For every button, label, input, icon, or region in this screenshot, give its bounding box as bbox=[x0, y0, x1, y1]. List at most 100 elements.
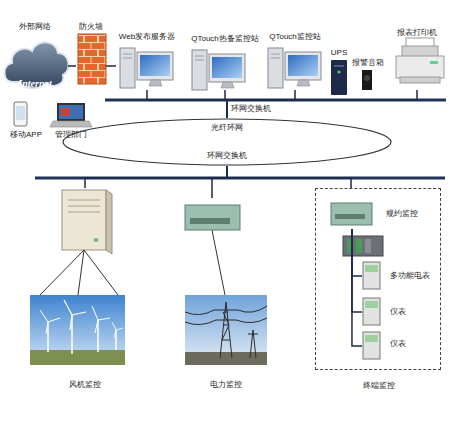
wind-farm-photo bbox=[40, 310, 60, 334]
workstation-icon bbox=[268, 48, 321, 88]
switch-device bbox=[185, 205, 240, 230]
plc-device bbox=[343, 236, 383, 256]
meter-icon bbox=[363, 298, 380, 325]
meter-icon bbox=[363, 332, 380, 359]
wiring bbox=[212, 230, 225, 295]
wind-farm-photo bbox=[30, 295, 125, 365]
power-line-photo bbox=[185, 302, 267, 358]
server-icon bbox=[68, 212, 100, 213]
node-label: 防火墙 bbox=[71, 22, 111, 32]
switch-label: 环网交换机 bbox=[231, 104, 281, 114]
meter-node: 仪表 bbox=[362, 331, 422, 361]
printer-node: 报表打印机 bbox=[388, 26, 446, 90]
meter-icon bbox=[365, 301, 378, 308]
firewall-node: 防火墙 bbox=[76, 22, 106, 86]
phone-icon bbox=[14, 102, 27, 126]
node-label: 规约监控 bbox=[386, 209, 436, 219]
phone-icon bbox=[16, 106, 25, 120]
wind-farm-photo bbox=[30, 295, 125, 365]
node-label: QTouch监控站 bbox=[260, 32, 330, 42]
power-line-photo bbox=[185, 295, 267, 365]
laptop-icon bbox=[59, 105, 83, 119]
protocol-device: 规约监控 bbox=[328, 201, 440, 229]
wind-farm-photo bbox=[97, 320, 99, 352]
wind-farm-photo bbox=[64, 300, 86, 330]
ring-outline bbox=[63, 119, 391, 165]
server-node: Web发布服务器 bbox=[116, 28, 178, 90]
power-line-photo bbox=[214, 310, 238, 320]
workstation-icon bbox=[120, 48, 173, 88]
node-label: 仪表 bbox=[390, 307, 420, 317]
mobile-node: 移动APP bbox=[4, 100, 48, 142]
network-link bbox=[227, 90, 295, 118]
node-label: 终端监控 bbox=[316, 381, 442, 391]
switch-device bbox=[335, 214, 365, 219]
switch-label: 环网交换机 bbox=[197, 151, 257, 161]
firewall-icon bbox=[78, 34, 106, 84]
meter-icon bbox=[363, 262, 380, 289]
server-icon bbox=[62, 190, 112, 254]
network-link bbox=[227, 166, 351, 188]
wiring bbox=[84, 250, 118, 295]
server-icon bbox=[68, 206, 100, 207]
ups-icon bbox=[338, 71, 341, 74]
node-label: 电力监控 bbox=[182, 380, 270, 390]
laptop-icon bbox=[61, 108, 70, 116]
workstation-node: QTouch监控站 bbox=[264, 28, 326, 90]
network-link bbox=[106, 65, 116, 67]
server-icon bbox=[94, 238, 98, 242]
wind-farm-photo bbox=[92, 306, 110, 333]
network-link bbox=[147, 90, 227, 118]
wind-farm-photo bbox=[40, 300, 123, 354]
firewall-icon bbox=[78, 34, 106, 84]
network-link bbox=[352, 229, 362, 312]
server-icon bbox=[106, 190, 112, 254]
power-line-photo bbox=[185, 295, 267, 365]
node-label: 外部网络 bbox=[0, 22, 72, 32]
ups-icon bbox=[331, 60, 347, 95]
power-monitor: 电力监控 bbox=[182, 198, 270, 392]
power-line-photo bbox=[185, 306, 267, 325]
switch-device bbox=[190, 218, 230, 224]
power-line-photo bbox=[248, 330, 258, 358]
plc-device bbox=[365, 239, 371, 253]
node-label: 移动APP bbox=[4, 130, 48, 140]
ups-icon bbox=[331, 60, 347, 95]
workstation-node: QTouch热备监控站 bbox=[186, 30, 264, 90]
server-icon bbox=[62, 190, 106, 250]
cloud-node: 外部网络Internet bbox=[2, 22, 68, 88]
wind-monitor: 风机监控 bbox=[37, 188, 133, 392]
speaker-node: 报警音箱 bbox=[350, 58, 386, 90]
ups-icon bbox=[334, 66, 344, 67]
meter-node: 仪表 bbox=[362, 297, 422, 327]
laptop-icon bbox=[50, 103, 92, 127]
wind-farm-photo bbox=[30, 350, 125, 365]
network-link bbox=[212, 166, 227, 198]
printer-icon bbox=[430, 61, 438, 64]
network-link bbox=[352, 229, 362, 346]
speaker-icon bbox=[362, 70, 372, 90]
plc-device bbox=[356, 239, 362, 253]
workstation-icon bbox=[192, 50, 245, 90]
meter-icon bbox=[365, 265, 378, 272]
power-line-photo bbox=[185, 352, 267, 365]
network-link bbox=[352, 229, 362, 276]
wiring bbox=[78, 250, 84, 295]
wiring bbox=[40, 250, 84, 295]
node-label: 报表打印机 bbox=[386, 28, 448, 38]
node-label: Web发布服务器 bbox=[112, 32, 182, 42]
meter-icon bbox=[365, 335, 378, 342]
node-label: UPS bbox=[324, 48, 354, 58]
meter-node: 多功能电表 bbox=[362, 261, 440, 291]
ups-node: UPS bbox=[328, 48, 350, 95]
office-node: 管理部门 bbox=[50, 100, 92, 142]
network-link bbox=[227, 90, 417, 118]
printer-icon bbox=[396, 38, 444, 83]
workstation-icon bbox=[120, 48, 321, 90]
node-label: 多功能电表 bbox=[390, 271, 438, 281]
wiring bbox=[40, 230, 225, 295]
network-bus bbox=[35, 100, 446, 178]
network-link bbox=[68, 65, 76, 67]
